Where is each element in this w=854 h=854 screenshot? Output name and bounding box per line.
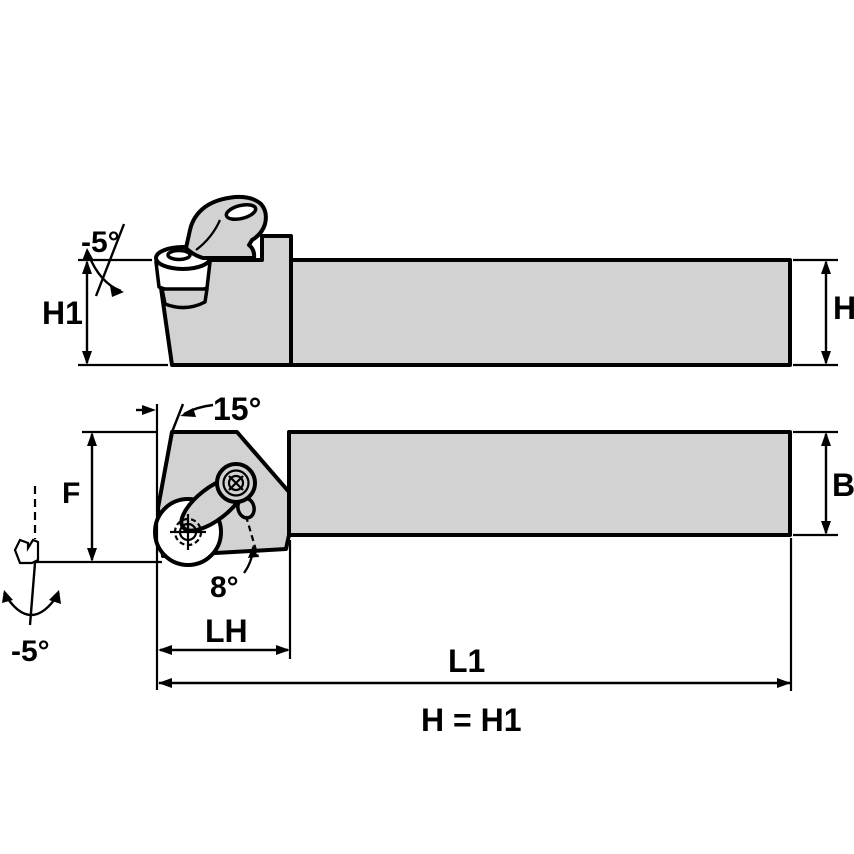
f-arrow-up — [87, 432, 97, 446]
h-arrow-down — [821, 351, 831, 365]
side-view — [154, 194, 792, 367]
side-view-shank — [289, 258, 792, 367]
h-arrow-up — [821, 260, 831, 274]
l1-arrow-right — [777, 678, 791, 688]
lead-edge-extension — [170, 403, 185, 433]
h1-arrow-up — [82, 260, 92, 274]
front-view-shank — [287, 430, 792, 537]
b-arrow-down — [821, 521, 831, 535]
end-angle-arrow — [248, 545, 258, 558]
equation-text: H = H1 — [421, 702, 521, 738]
label-h: H — [833, 290, 854, 326]
side-view-insert-hole — [166, 248, 192, 262]
dim-h1: H1 — [42, 258, 168, 367]
f-arrow-down — [87, 548, 97, 562]
clamp-screw-core — [227, 474, 245, 492]
dim-b: B — [793, 430, 854, 537]
inclination-arrow-2 — [49, 590, 61, 604]
front-view — [153, 430, 792, 567]
dim-f: F — [35, 430, 162, 564]
angle-back-rake: -5° — [81, 223, 126, 297]
lh-arrow-right — [276, 645, 290, 655]
back-rake-arrow-2 — [110, 286, 124, 297]
side-view-clamp-contour — [195, 219, 222, 251]
label-lh: LH — [205, 613, 248, 649]
b-arrow-up — [821, 432, 831, 446]
back-rake-arrow-1 — [82, 248, 93, 261]
label-l1: L1 — [448, 643, 485, 679]
lh-arrow-left — [158, 645, 172, 655]
dim-h: H — [793, 258, 854, 367]
lead-arrow-left — [142, 405, 156, 415]
l1-arrow-left — [158, 678, 172, 688]
angle-end: 8° — [210, 515, 260, 604]
label-b: B — [832, 467, 854, 503]
end-angle-dashed-line — [244, 515, 260, 558]
dim-l1: L1 — [158, 538, 793, 691]
dim-lh: LH — [158, 540, 292, 659]
back-rake-line — [94, 223, 126, 297]
clamp-screw-cross-2 — [228, 475, 244, 491]
label-back-rake: -5° — [81, 226, 120, 259]
label-f: F — [62, 477, 80, 510]
angle-lead: 15° — [136, 391, 261, 690]
label-h1: H1 — [42, 295, 83, 331]
insert-profile-symbol — [13, 538, 40, 565]
clamp-screw-ring — [222, 469, 250, 497]
lead-arrow-right — [180, 408, 196, 417]
label-lead-angle: 15° — [213, 391, 261, 427]
side-view-clamp-hole — [224, 202, 258, 222]
side-view-shim — [160, 287, 209, 310]
inclination-arrow-1 — [2, 590, 13, 603]
h1-arrow-down — [82, 351, 92, 365]
label-end-angle: 8° — [210, 571, 239, 604]
angle-inclination: -5° — [2, 486, 61, 668]
label-inclination: -5° — [11, 635, 50, 668]
